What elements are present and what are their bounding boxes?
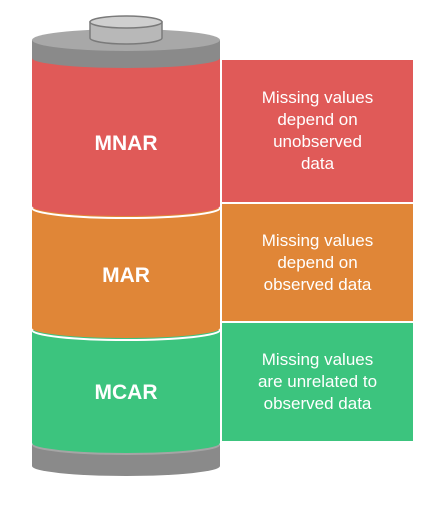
description-line: Missing values: [261, 88, 374, 107]
label-mnar: MNAR: [95, 132, 158, 155]
segment-mnar: [32, 58, 220, 216]
description-line: Missing values: [261, 350, 374, 369]
description-line: unobserved: [273, 132, 362, 151]
description-line: depend on: [277, 252, 358, 272]
description-line: depend on: [277, 110, 358, 129]
segment-mar: [31, 207, 221, 338]
description-line: are unrelated to: [257, 372, 378, 391]
description-mcar: Missing values are unrelated to observed…: [222, 323, 413, 441]
description-mnar: Missing values depend on unobserved data: [222, 60, 413, 202]
label-mcar: MCAR: [95, 381, 158, 404]
segment-mcar: [31, 329, 221, 453]
description-line: Missing values: [261, 230, 374, 250]
description-mar: Missing values depend on observed data: [222, 204, 413, 321]
battery-top-cap: [32, 15, 220, 68]
description-line: observed data: [263, 274, 372, 294]
description-line: observed data: [263, 394, 372, 413]
label-mar: MAR: [102, 264, 150, 287]
description-line: data: [300, 154, 335, 173]
